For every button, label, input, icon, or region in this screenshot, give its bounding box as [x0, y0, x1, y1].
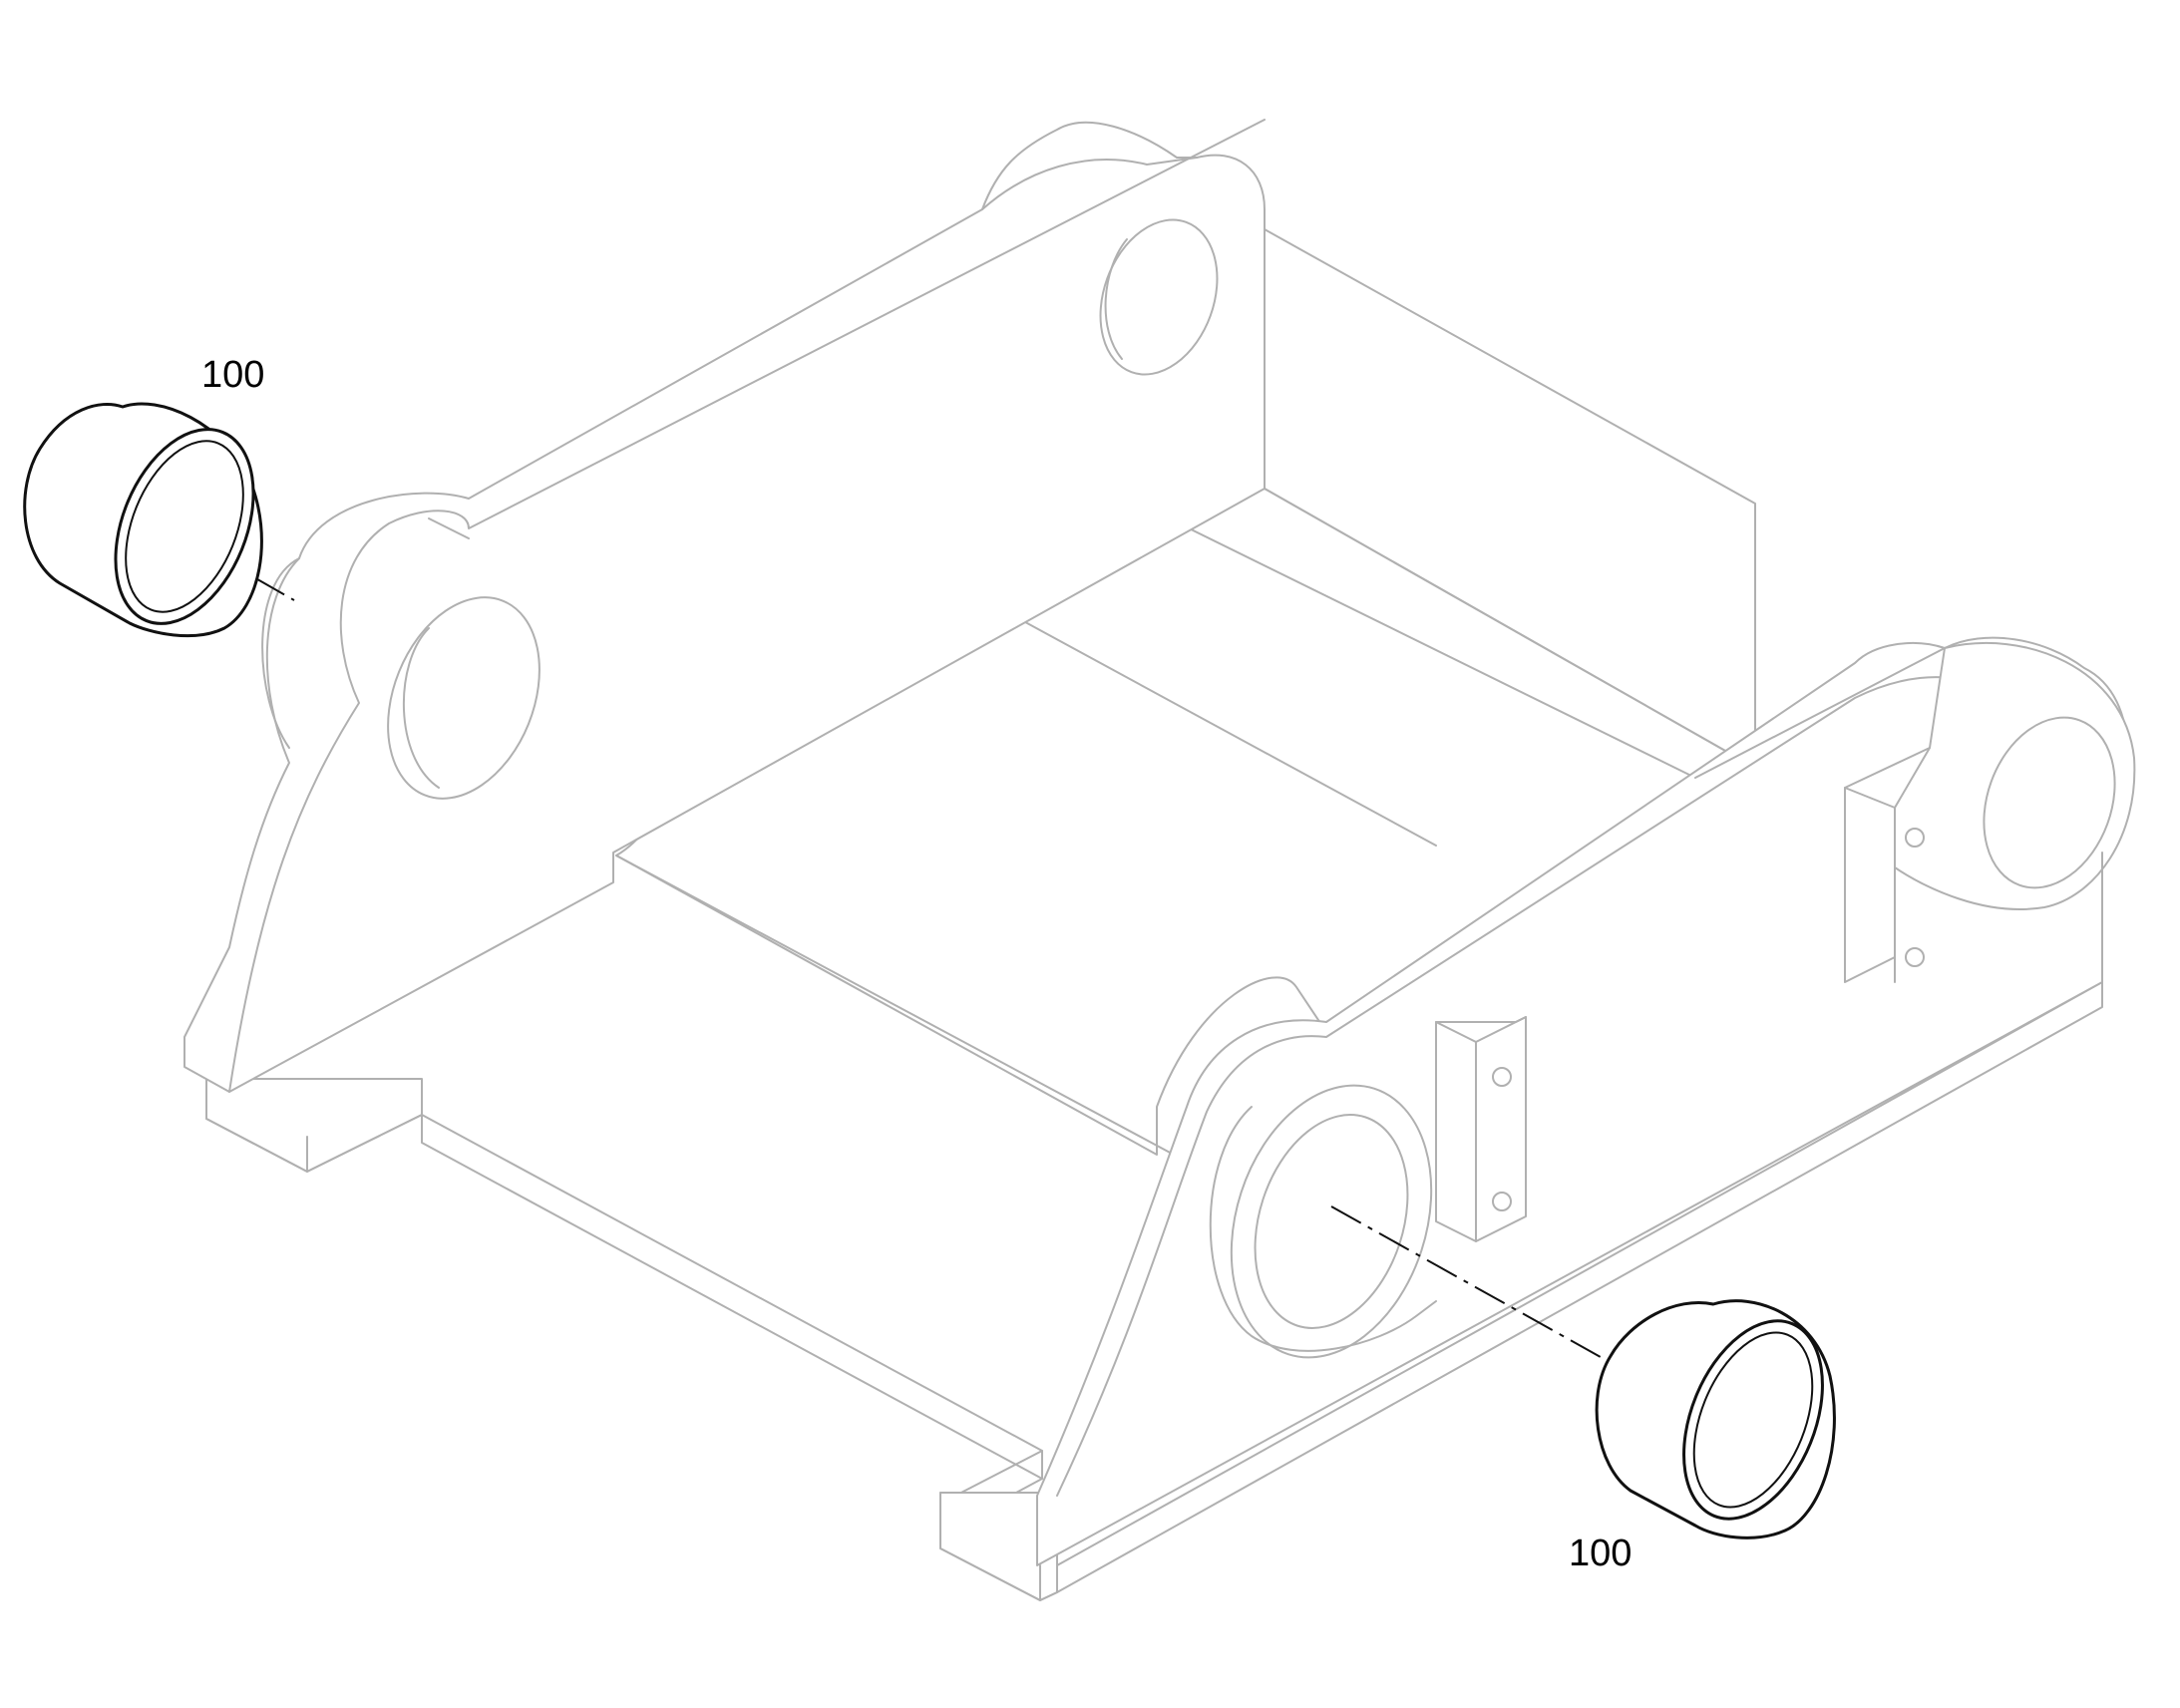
base-plate-left — [205, 1078, 423, 1173]
side-plate-right — [1036, 636, 2136, 1566]
bushing-right — [1595, 1299, 1836, 1539]
side-plate-left — [183, 119, 1266, 1093]
callout-label-left: 100 — [201, 354, 264, 396]
callout-label-right: 100 — [1569, 1533, 1632, 1574]
base-plate-right — [939, 981, 2103, 1601]
axis-line-right — [1330, 1205, 1609, 1362]
bracket-frame — [183, 119, 2136, 1601]
base-long-bottom — [421, 1114, 1043, 1527]
bushing-left — [23, 402, 263, 638]
